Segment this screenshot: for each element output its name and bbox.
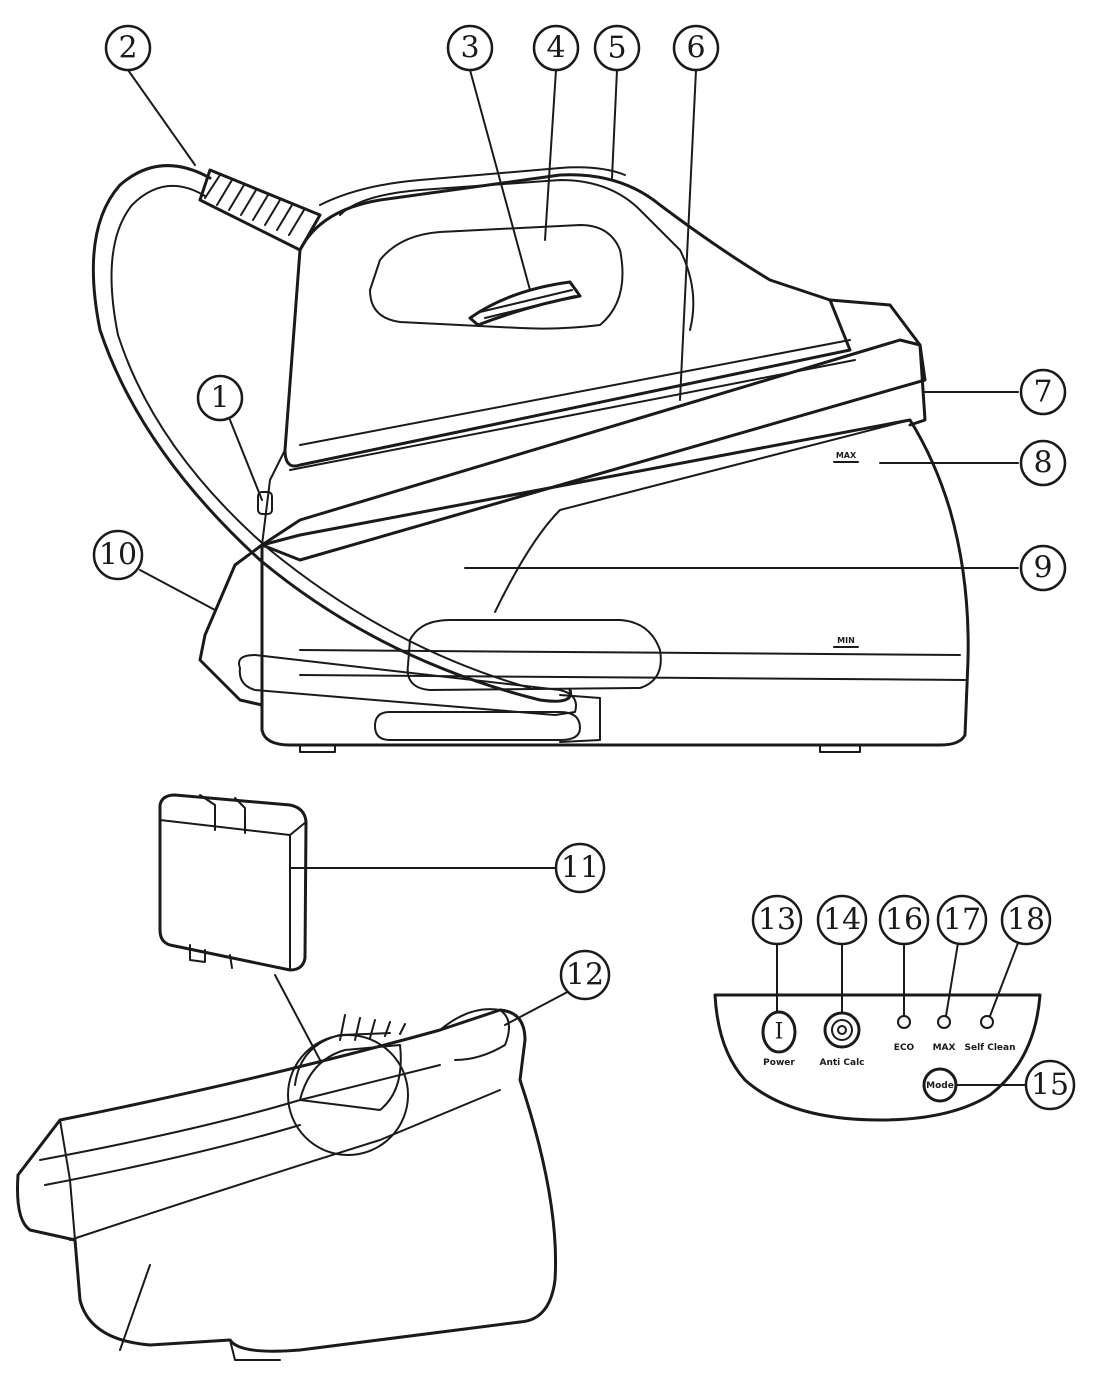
cord-strain-relief <box>198 168 322 252</box>
max-label: MAX <box>933 1043 956 1053</box>
self-clean-indicator: Self Clean <box>965 1015 1016 1053</box>
callout-11: 11 <box>554 842 606 894</box>
svg-text:3: 3 <box>460 31 479 66</box>
power-button: I Power <box>761 1010 797 1068</box>
anti-calc-label: Anti Calc <box>820 1058 865 1068</box>
callout-9: 9 <box>1019 544 1067 592</box>
base-station-top-rim <box>260 338 927 562</box>
power-label: Power <box>763 1058 795 1068</box>
tank-max-mark: MAX <box>836 451 857 460</box>
svg-text:11: 11 <box>561 851 599 886</box>
iron-and-base-station: MAX MIN <box>91 164 970 753</box>
base-station-bottom-band <box>299 649 966 681</box>
rear-strap <box>238 654 577 716</box>
base-front-nose <box>828 298 927 427</box>
base-station-tank-view <box>16 974 558 1361</box>
svg-text:I: I <box>775 1020 784 1045</box>
svg-text:17: 17 <box>943 903 981 938</box>
svg-text:2: 2 <box>118 31 137 66</box>
max-indicator: MAX <box>933 1015 956 1053</box>
rear-button <box>257 491 273 515</box>
svg-text:14: 14 <box>823 903 861 938</box>
callout-2: 2 <box>104 24 152 72</box>
svg-text:6: 6 <box>686 31 705 66</box>
base-station-inner-curve <box>494 419 911 613</box>
mode-button: Mode <box>922 1067 958 1103</box>
cord-storage-slot <box>374 711 581 741</box>
callouts: 2 3 4 5 6 1 7 8 9 10 11 12 13 14 16 17 1… <box>92 24 1076 1111</box>
callout-12: 12 <box>559 949 611 1001</box>
iron-handle-opening <box>369 224 624 330</box>
iron-soleplate-edge <box>289 339 856 471</box>
svg-text:15: 15 <box>1031 1068 1069 1103</box>
callout-7: 7 <box>1019 368 1067 416</box>
iron-handle-outer <box>339 179 695 331</box>
mode-label: Mode <box>926 1081 954 1091</box>
callout-4: 4 <box>532 24 580 72</box>
svg-text:7: 7 <box>1033 375 1052 410</box>
callout-5: 5 <box>593 24 641 72</box>
svg-text:13: 13 <box>758 903 796 938</box>
svg-text:1: 1 <box>210 381 229 416</box>
anti-calc-button: Anti Calc <box>820 1011 865 1068</box>
base-feet <box>299 744 861 753</box>
rear-lock-handle <box>198 543 264 707</box>
cord-clip <box>559 694 601 743</box>
control-panel: I Power Anti Calc ECO MAX Self Clean Mod… <box>713 993 1042 1122</box>
svg-text:10: 10 <box>99 538 137 573</box>
callout-1: 1 <box>196 374 244 422</box>
iron-body <box>283 173 852 468</box>
svg-text:18: 18 <box>1007 903 1045 938</box>
steam-trigger <box>468 280 582 327</box>
callout-10: 10 <box>92 529 144 581</box>
svg-text:4: 4 <box>546 31 565 66</box>
steam-trigger-ridges <box>479 289 576 319</box>
svg-text:16: 16 <box>885 903 923 938</box>
svg-text:5: 5 <box>607 31 626 66</box>
callout-8: 8 <box>1019 439 1067 487</box>
tank-min-mark: MIN <box>837 636 855 645</box>
steam-hose-inner <box>110 184 531 689</box>
svg-text:9: 9 <box>1033 551 1052 586</box>
svg-text:12: 12 <box>566 958 604 993</box>
iron-top-cover <box>319 166 626 206</box>
self-clean-label: Self Clean <box>965 1043 1016 1053</box>
svg-text:8: 8 <box>1033 446 1052 481</box>
callout-6: 6 <box>672 24 720 72</box>
water-tank-window <box>406 619 662 691</box>
callout-15: 15 <box>1024 1059 1076 1111</box>
callout-13: 13 <box>751 894 803 946</box>
removable-water-tank <box>158 793 308 972</box>
callout-18: 18 <box>1000 894 1052 946</box>
callout-16: 16 <box>878 894 930 946</box>
callout-14: 14 <box>816 894 868 946</box>
eco-indicator: ECO <box>894 1015 915 1053</box>
eco-label: ECO <box>894 1043 915 1053</box>
iron-rear-stand <box>261 449 286 546</box>
tank-socket-detail-circle <box>287 1034 409 1156</box>
callout-17: 17 <box>936 894 988 946</box>
steam-hose <box>91 164 573 703</box>
callout-3: 3 <box>446 24 494 72</box>
base-station-body <box>260 418 970 747</box>
leader-lines <box>127 69 1026 1086</box>
